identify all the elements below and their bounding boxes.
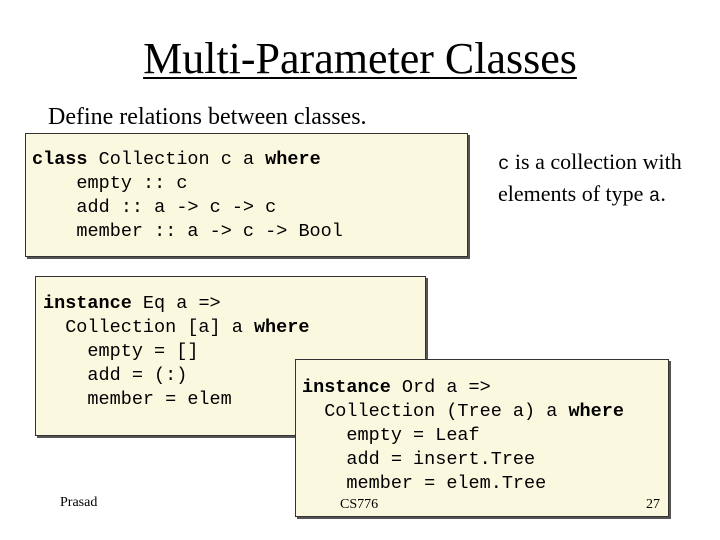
note-text-2: . — [660, 181, 666, 206]
instance-eq-empty: empty = [] — [43, 341, 199, 362]
instance-ord-code: instance Ord a => Collection (Tree a) a … — [302, 376, 624, 496]
instance-ord-box: instance Ord a => Collection (Tree a) a … — [295, 359, 669, 517]
instance-ord-head: Ord a => — [390, 377, 491, 398]
note-text-1: is a collection with elements of type — [498, 149, 682, 206]
instance-ord-collection: Collection (Tree a) a — [302, 401, 569, 422]
class-method-member: member :: a -> c -> Bool — [32, 221, 343, 242]
keyword-instance: instance — [302, 377, 391, 398]
class-head: Collection c a — [87, 149, 266, 170]
instance-ord-add: add = insert.Tree — [302, 449, 536, 470]
keyword-where: where — [568, 401, 624, 422]
note-var-a: a — [648, 185, 661, 207]
instance-eq-collection: Collection [a] a — [43, 317, 254, 338]
keyword-class: class — [32, 149, 88, 170]
class-declaration-box: class Collection c a where empty :: c ad… — [25, 133, 468, 257]
footer-page-number: 27 — [646, 497, 660, 512]
instance-eq-member: member = elem — [43, 389, 232, 410]
slide-title: Multi-Parameter Classes — [143, 34, 577, 83]
instance-eq-code: instance Eq a => Collection [a] a where … — [43, 292, 309, 412]
keyword-where: where — [253, 317, 310, 338]
keyword-where: where — [265, 149, 321, 170]
class-method-empty: empty :: c — [32, 173, 188, 194]
class-method-add: add :: a -> c -> c — [32, 197, 277, 218]
instance-eq-head: Eq a => — [131, 293, 221, 314]
footer-course: CS776 — [340, 497, 379, 512]
instance-ord-empty: empty = Leaf — [302, 425, 480, 446]
collection-note: c is a collection with elements of type … — [498, 147, 708, 211]
note-var-c: c — [498, 153, 510, 175]
instance-ord-member: member = elem.Tree — [302, 473, 547, 494]
footer-author: Prasad — [60, 495, 98, 510]
class-declaration-code: class Collection c a where empty :: c ad… — [32, 148, 343, 244]
keyword-instance: instance — [43, 293, 132, 314]
instance-eq-add: add = (:) — [43, 365, 188, 386]
slide-subtitle: Define relations between classes. — [48, 104, 367, 130]
